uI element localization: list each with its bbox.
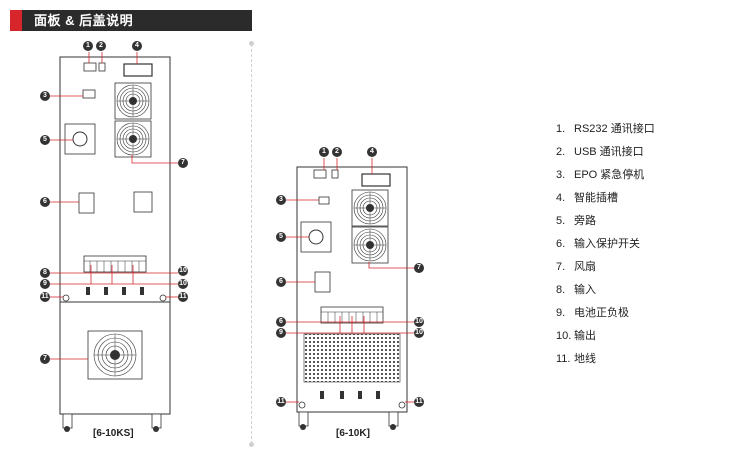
legend-item: 4. 智能插槽 <box>556 187 655 210</box>
usb-port <box>98 62 106 72</box>
legend-text: 电池正负极 <box>574 307 629 319</box>
rs232-port-2 <box>313 169 327 179</box>
rs232-port <box>83 62 97 72</box>
legend-text: 智能插槽 <box>574 192 618 204</box>
callout-badge-11: 11 <box>178 292 188 302</box>
callout-badge-1: 1 <box>319 147 329 157</box>
fan-bottom <box>87 330 143 380</box>
fan-upper-2 <box>351 189 389 227</box>
legend-item: 8. 输入 <box>556 279 655 302</box>
leader-lines <box>50 52 414 403</box>
callout-badge-3: 3 <box>40 91 50 101</box>
legend-text: USB 通讯接口 <box>574 146 644 158</box>
callout-badge-7: 7 <box>40 354 50 364</box>
legend-item: 7. 风扇 <box>556 256 655 279</box>
callout-badge-5: 5 <box>276 232 286 242</box>
legend-text: 地线 <box>574 353 596 365</box>
legend-num: 7. <box>556 261 566 273</box>
legend-num: 4. <box>556 192 566 204</box>
callout-badge-4: 4 <box>132 41 142 51</box>
title-accent <box>10 10 22 31</box>
legend-text: 输出 <box>574 330 596 342</box>
page-title: 面板 & 后盖说明 <box>34 13 134 28</box>
legend-text: 输入 <box>574 284 596 296</box>
epo-switch <box>82 89 96 99</box>
legend-text: 旁路 <box>574 215 596 227</box>
callout-badge-10: 10 <box>414 317 424 327</box>
legend-list: 1. RS232 通讯接口 2. USB 通讯接口 3. EPO 紧急停机 4. 智能插… <box>556 118 655 371</box>
fan-lower-2 <box>351 226 389 264</box>
callout-badge-2: 2 <box>96 41 106 51</box>
legend-num: 11. <box>556 353 571 365</box>
callout-badge-11: 11 <box>40 292 50 302</box>
legend-item: 6. 输入保护开关 <box>556 233 655 256</box>
legend-item: 1. RS232 通讯接口 <box>556 118 655 141</box>
callout-badge-8: 8 <box>40 268 50 278</box>
fan-lower <box>114 120 152 158</box>
fan-upper <box>114 82 152 120</box>
legend-num: 8. <box>556 284 566 296</box>
callout-badge-1: 1 <box>83 41 93 51</box>
divider-dot-top <box>249 41 254 46</box>
column-divider <box>251 44 252 444</box>
intelligent-slot-2 <box>361 173 391 187</box>
callout-badge-7: 7 <box>414 263 424 273</box>
intelligent-slot <box>123 63 153 77</box>
legend-item: 5. 旁路 <box>556 210 655 233</box>
input-breaker <box>78 192 95 214</box>
legend-item: 10.输出 <box>556 325 655 348</box>
legend-num: 1. <box>556 123 566 135</box>
callout-badge-6: 6 <box>276 317 286 327</box>
callout-badge-6: 6 <box>40 197 50 207</box>
divider-dot-bottom <box>249 442 254 447</box>
legend-text: RS232 通讯接口 <box>574 123 655 135</box>
callout-badge-10: 10 <box>178 266 188 276</box>
legend-num: 5. <box>556 215 566 227</box>
callout-badge-11: 11 <box>276 397 286 407</box>
callout-badge-9: 9 <box>276 328 286 338</box>
callout-badge-4: 4 <box>367 147 377 157</box>
caption-6-10k: [6-10K] <box>336 428 370 439</box>
unit-6-10k <box>296 166 408 430</box>
callout-badge-10: 10 <box>178 279 188 289</box>
title-bar <box>10 10 252 31</box>
epo-switch-2 <box>318 196 330 205</box>
callout-badge-7: 7 <box>178 158 188 168</box>
callout-badge-2: 2 <box>332 147 342 157</box>
callout-badge-6: 6 <box>276 277 286 287</box>
legend-item: 3. EPO 紧急停机 <box>556 164 655 187</box>
legend-item: 9. 电池正负极 <box>556 302 655 325</box>
callout-badge-10: 10 <box>414 328 424 338</box>
unit-6-10ks <box>59 56 171 432</box>
legend-num: 10. <box>556 330 572 342</box>
legend-num: 9. <box>556 307 566 319</box>
callout-badge-11: 11 <box>414 397 424 407</box>
legend-item: 2. USB 通讯接口 <box>556 141 655 164</box>
callout-badge-9: 9 <box>40 279 50 289</box>
legend-num: 6. <box>556 238 566 250</box>
legend-text: 风扇 <box>574 261 596 273</box>
legend-num: 3. <box>556 169 566 181</box>
legend-text: 输入保护开关 <box>574 238 640 250</box>
callout-badge-3: 3 <box>276 195 286 205</box>
terminal-block <box>83 255 147 273</box>
vent-grill <box>303 333 401 383</box>
legend-item: 11.地线 <box>556 348 655 371</box>
callout-badge-5: 5 <box>40 135 50 145</box>
legend-text: EPO 紧急停机 <box>574 169 645 181</box>
input-breaker-2 <box>314 271 331 293</box>
legend-num: 2. <box>556 146 566 158</box>
usb-port-2 <box>331 169 339 179</box>
caption-6-10ks: [6-10KS] <box>93 428 134 439</box>
